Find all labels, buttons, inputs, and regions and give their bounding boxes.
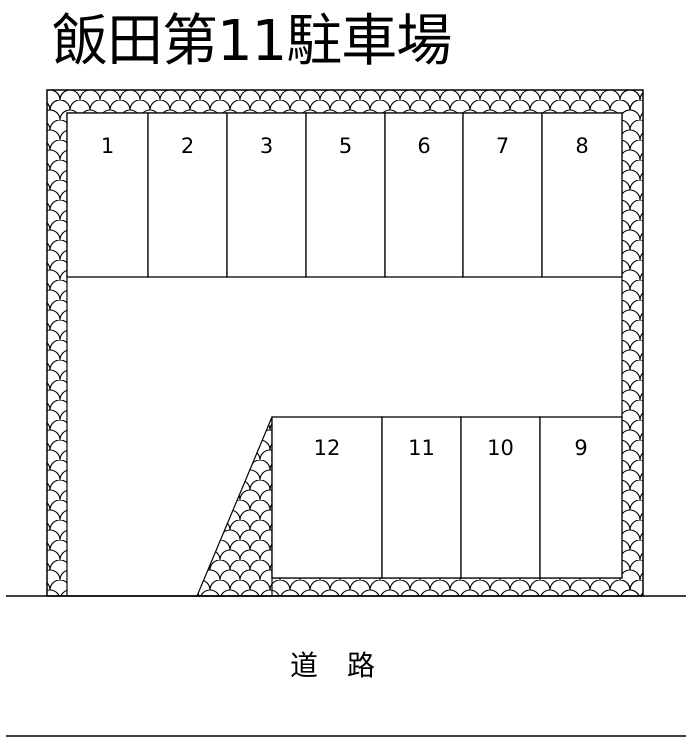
parking-stall: [539, 416, 623, 579]
parking-stall: [384, 112, 464, 278]
stall-number: 9: [574, 436, 587, 460]
stall-number: 8: [575, 134, 588, 158]
road-label-char-2: 路: [347, 649, 375, 682]
parking-stall: [271, 416, 383, 579]
stall-number: 7: [496, 134, 509, 158]
parking-stall: [305, 112, 386, 278]
road: 道 路: [6, 595, 686, 737]
parking-stall: [541, 112, 623, 278]
stall-number: 6: [417, 134, 430, 158]
parking-stall: [460, 416, 541, 579]
hedge-top: [47, 90, 643, 113]
stall-number: 3: [260, 134, 273, 158]
stall-number: 11: [408, 436, 435, 460]
top-row-stalls: 1 2 3 5 6 7 8: [66, 112, 623, 278]
parking-stall: [462, 112, 543, 278]
stall-number: 1: [101, 134, 114, 158]
parking-stall: [147, 112, 228, 278]
hedge-right: [622, 90, 643, 596]
page-title: 飯田第11駐車場: [52, 9, 452, 74]
stall-number: 5: [339, 134, 352, 158]
parking-stall: [66, 112, 149, 278]
hedge-left: [47, 90, 67, 596]
stall-number: 10: [487, 436, 514, 460]
stall-number: 2: [181, 134, 194, 158]
hedge-triangle: [196, 416, 273, 597]
bottom-row-stalls: 12 11 10 9: [271, 416, 623, 579]
parking-stall: [226, 112, 307, 278]
hedge-bottom-right: [272, 578, 643, 596]
road-label-char-1: 道: [290, 649, 318, 682]
stall-number: 12: [314, 436, 341, 460]
parking-stall: [381, 416, 462, 579]
